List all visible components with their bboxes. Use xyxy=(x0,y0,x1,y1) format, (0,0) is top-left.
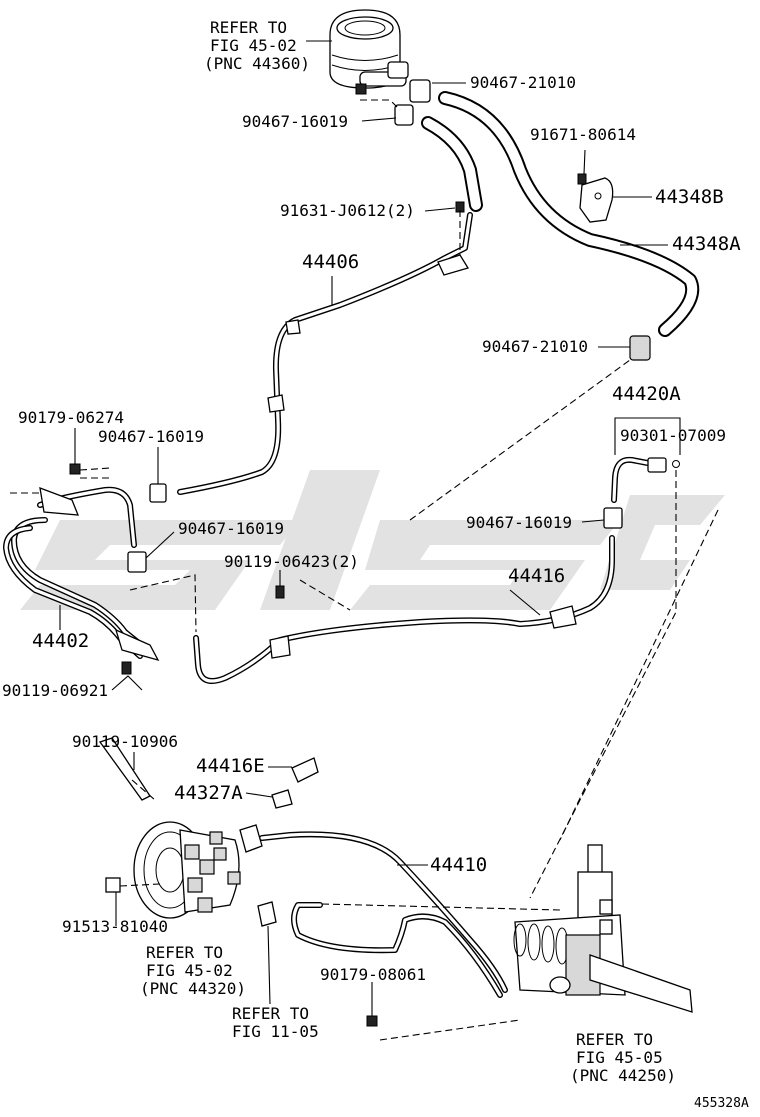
label-44420A: 44420A xyxy=(612,383,681,405)
label-90179-08061: 90179-08061 xyxy=(320,965,426,984)
label-91631-J0612: 91631-J0612(2) xyxy=(280,201,415,220)
ref-pump-line3: (PNC 44320) xyxy=(140,979,246,998)
hose-upper-return-shape xyxy=(421,116,483,212)
steering-gear xyxy=(513,844,693,1013)
clip-shapes xyxy=(127,79,651,573)
watermark-logo xyxy=(20,470,725,610)
power-steering-pump xyxy=(133,821,241,919)
hose-44348A-shape xyxy=(438,91,700,337)
label-91513-81040: 91513-81040 xyxy=(62,917,168,936)
ref-pump-line1: REFER TO xyxy=(146,943,223,962)
label-90301-07009: 90301-07009 xyxy=(620,426,726,445)
label-44348B: 44348B xyxy=(655,186,724,208)
bolt-shapes xyxy=(69,173,680,1027)
ref-reservoir-line2: FIG 45-02 xyxy=(210,36,297,55)
text-labels: REFER TO FIG 45-02 (PNC 44360) 90467-210… xyxy=(2,18,749,1111)
label-91671-80614: 91671-80614 xyxy=(530,125,636,144)
label-44410: 44410 xyxy=(430,854,487,876)
ref-pump-line2: FIG 45-02 xyxy=(146,961,233,980)
tube-44420A-shape xyxy=(611,456,661,503)
ref-reservoir-line1: REFER TO xyxy=(210,18,287,37)
tube-44416-shape xyxy=(193,535,615,684)
leader-lines xyxy=(59,40,681,1016)
ref-gear-line3: (PNC 44250) xyxy=(570,1066,676,1085)
tube-44406-shape xyxy=(177,212,473,495)
label-44327A: 44327A xyxy=(174,782,243,804)
label-44416: 44416 xyxy=(508,565,565,587)
label-90467-16019-left-a: 90467-16019 xyxy=(98,427,204,446)
label-44402: 44402 xyxy=(32,630,89,652)
label-90119-06921: 90119-06921 xyxy=(2,681,108,700)
bracket-shapes xyxy=(39,177,614,662)
label-44348A: 44348A xyxy=(672,233,741,255)
label-90467-16019-left-b: 90467-16019 xyxy=(178,519,284,538)
label-90119-10906: 90119-10906 xyxy=(72,732,178,751)
label-90467-21010-mid: 90467-21010 xyxy=(482,337,588,356)
ref-gear-line2: FIG 45-05 xyxy=(576,1048,663,1067)
ref-reservoir-line3: (PNC 44360) xyxy=(204,54,310,73)
dashed-lines xyxy=(10,99,719,1041)
diagram-code: 455328A xyxy=(694,1096,749,1111)
label-44406: 44406 xyxy=(302,251,359,273)
ref-fig1105-line2: FIG 11-05 xyxy=(232,1022,319,1041)
ref-gear-line1: REFER TO xyxy=(576,1030,653,1049)
label-90467-21010-top: 90467-21010 xyxy=(470,73,576,92)
label-44416E: 44416E xyxy=(196,755,265,777)
ref-fig1105-line1: REFER TO xyxy=(232,1004,309,1023)
label-90179-06274: 90179-06274 xyxy=(18,408,124,427)
label-90467-16019-top: 90467-16019 xyxy=(242,112,348,131)
reservoir-tank xyxy=(329,9,409,95)
label-90467-16019-right: 90467-16019 xyxy=(466,513,572,532)
hose-44410-shape xyxy=(259,831,508,998)
label-90119-06423: 90119-06423(2) xyxy=(224,552,359,571)
